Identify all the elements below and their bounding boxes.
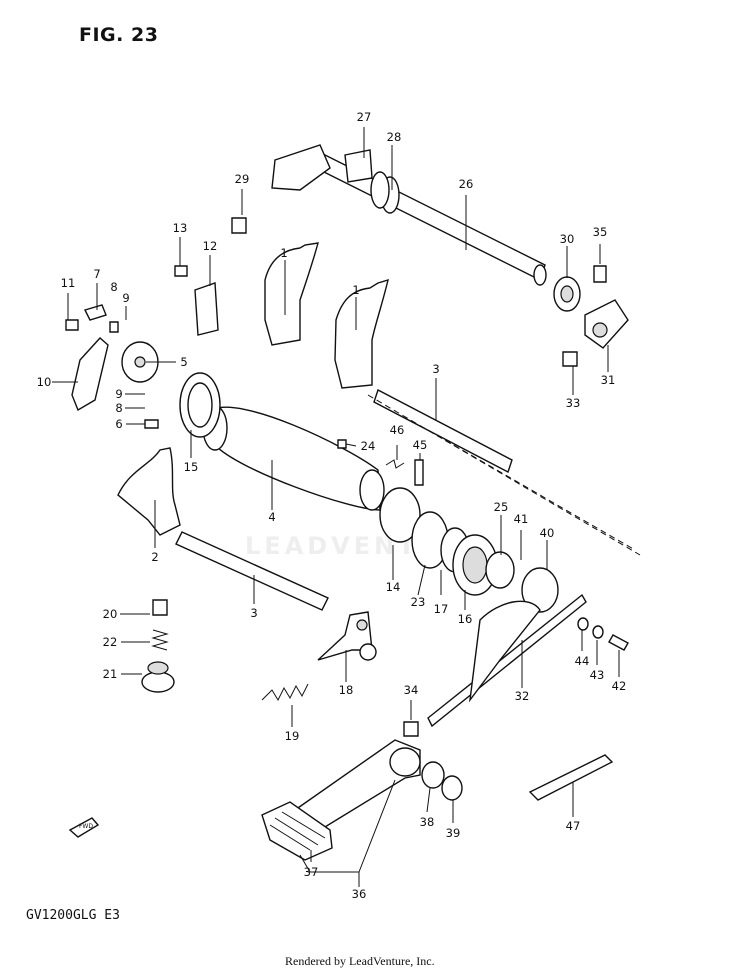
washer-38 [421,761,445,789]
callout-32: 32 [515,689,530,703]
callout-38: 38 [420,815,435,829]
callout-4: 4 [268,510,275,524]
callout-10: 10 [37,375,52,389]
leader-lines [52,127,620,887]
callout-7: 7 [93,267,100,281]
callout-1-b: 1 [352,283,359,297]
callout-3-b: 3 [250,606,257,620]
callout-37: 37 [304,865,319,879]
callout-17: 17 [434,602,449,616]
callout-8-a: 8 [110,280,117,294]
callout-44: 44 [575,654,590,668]
callout-42: 42 [612,679,627,693]
callout-47: 47 [566,819,581,833]
callout-27: 27 [357,110,372,124]
callout-29: 29 [235,172,250,186]
pin-24 [337,439,347,449]
circlip-39 [441,775,463,801]
callout-23: 23 [411,595,426,609]
callout-41: 41 [514,512,529,526]
arm-18 [317,611,377,661]
callout-1-a: 1 [280,246,287,260]
stopper-10 [71,337,109,412]
callout-2: 2 [151,550,158,564]
callout-14: 14 [386,580,401,594]
spring-22 [151,629,169,651]
callout-26: 26 [459,177,474,191]
ring-40 [521,567,559,613]
callout-36: 36 [352,887,367,901]
shift-fork-2 [117,447,181,536]
figure-title: FIG. 23 [79,24,159,46]
callout-28: 28 [387,130,402,144]
bolt-21 [141,661,175,693]
callout-9-b: 9 [115,387,122,401]
small-parts-6-13-29 [65,217,247,429]
callout-25: 25 [494,500,509,514]
callout-6: 6 [115,417,122,431]
callout-34: 34 [404,683,419,697]
callout-18: 18 [339,683,354,697]
callout-15: 15 [184,460,199,474]
footer-credit: Rendered by LeadVenture, Inc. [285,954,435,968]
nut-34 [403,721,419,737]
shift-shaft-32 [427,593,587,728]
rubber-37 [261,801,333,861]
callout-24: 24 [361,439,376,453]
washer-44 [577,617,589,631]
spring-19 [261,683,309,702]
callout-19: 19 [285,729,300,743]
model-code: GV1200GLG E3 [26,908,120,923]
shift-arm-31 [584,265,629,349]
fork-shaft-3-lower [175,531,329,611]
callout-5: 5 [180,355,187,369]
shift-fork-1a [264,242,319,346]
callout-16: 16 [458,612,473,626]
bearing-15 [179,372,221,438]
callout-30: 30 [560,232,575,246]
callout-46: 46 [390,423,405,437]
callout-21: 21 [103,667,118,681]
shift-shaft-26 [271,144,547,286]
connection-dash-2 [444,439,636,551]
callout-9-a: 9 [122,291,129,305]
callout-31: 31 [601,373,616,387]
fwd-marker-text: FWD [79,823,93,830]
callout-35: 35 [593,225,608,239]
part-number-callouts: 1 1 2 3 3 4 5 6 7 8 8 9 9 10 11 12 13 14… [37,110,627,901]
fwd-arrow-icon: FWD [68,817,100,838]
connection-dash-1 [367,394,641,556]
plate-14 [379,487,421,543]
nut-33 [562,351,578,367]
fork-shaft-3-upper [373,388,513,474]
bolt-42 [608,634,629,651]
pin-45 [414,459,424,486]
shift-lever-36 [293,739,421,831]
callout-45: 45 [413,438,428,452]
callout-22: 22 [103,635,118,649]
callout-3-a: 3 [432,362,439,376]
shift-drum-4 [202,405,385,511]
bearing-30 [553,276,581,312]
callout-39: 39 [446,826,461,840]
callout-33: 33 [566,396,581,410]
spring-25 [485,551,515,589]
cam-5 [121,341,159,383]
callout-12: 12 [203,239,218,253]
washer-43 [592,625,604,639]
callout-8-b: 8 [115,401,122,415]
plug-20 [152,599,168,616]
callout-11: 11 [61,276,76,290]
callout-40: 40 [540,526,555,540]
callout-43: 43 [590,668,605,682]
shift-fork-1b [334,278,389,389]
callout-13: 13 [173,221,188,235]
bracket-47 [528,754,614,801]
callout-20: 20 [103,607,118,621]
spring-46 [385,459,405,469]
